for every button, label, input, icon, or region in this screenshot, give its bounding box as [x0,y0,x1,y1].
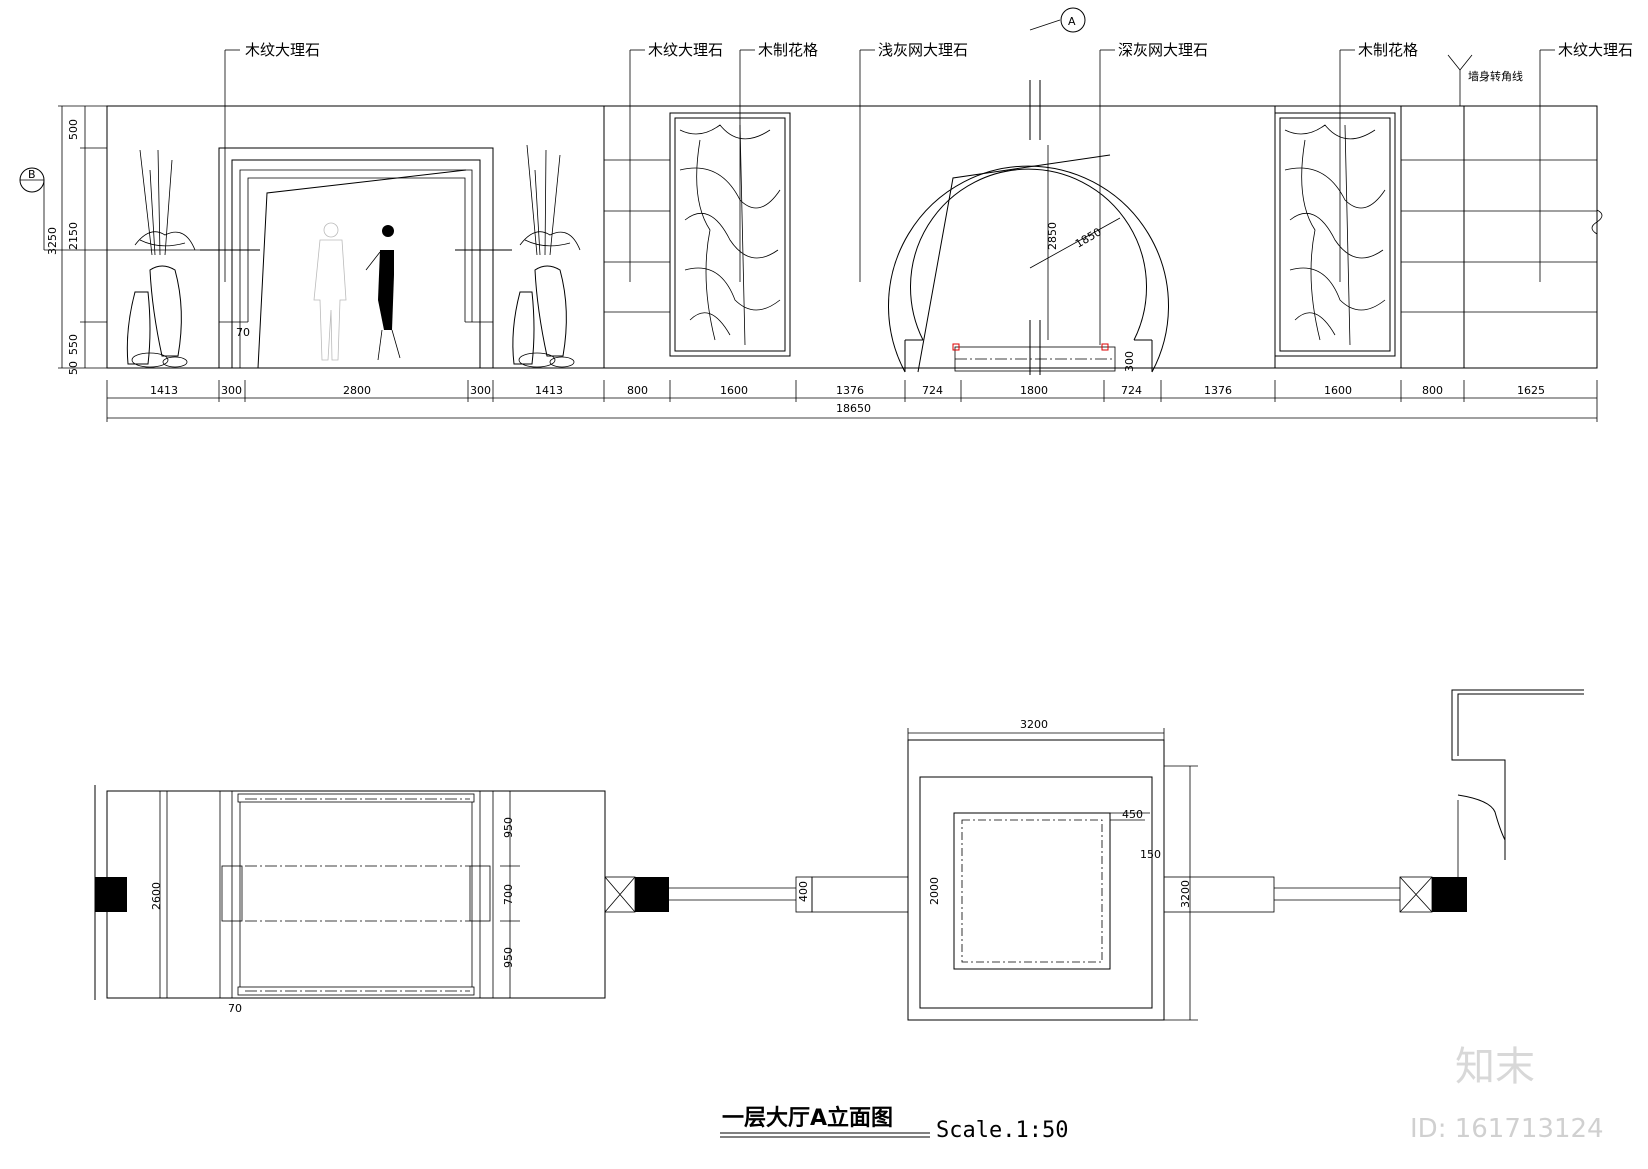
plan-moon-gate: 3200 3200 2000 450 150 [907,718,1198,1021]
dim-70-elev: 70 [236,326,250,339]
plan-dim-2600: 2600 [150,882,163,910]
dim-1625: 1625 [1517,384,1545,397]
plan-column-mid [635,877,669,912]
label-wood-lattice-2: 木制花格 [1358,41,1418,59]
dim-500: 500 [67,119,80,140]
dim-1413-a: 1413 [150,384,178,397]
label-wood-lattice-1: 木制花格 [758,41,818,59]
dim-2150: 2150 [67,222,80,250]
dim-2800: 2800 [343,384,371,397]
plan-dim-2000: 2000 [928,877,941,905]
bottom-dimension-chain: 1413 300 2800 300 1413 800 1600 1376 724… [106,380,1598,422]
plan-dim-150: 150 [1140,848,1161,861]
plan-door [1451,689,1584,877]
label-leaders [224,19,1555,345]
dim-1376-b: 1376 [1204,384,1232,397]
dim-724-a: 724 [922,384,943,397]
title-block: 一层大厅A立面图 Scale.1:50 [720,1105,1068,1143]
dim-1376-a: 1376 [836,384,864,397]
plan-dim-3200-right: 3200 [1179,880,1192,908]
section-marker-a: A [1060,7,1086,33]
watermark-logo: 知末 [1455,1044,1535,1090]
dim-800-a: 800 [627,384,648,397]
watermark: 知末 ID: 161713124 [1410,1044,1604,1144]
plan-view: 2600 950 700 950 70 400 3200 [94,689,1584,1021]
section-marker-b: B [19,167,200,251]
marker-b-label: B [28,168,36,181]
plan-entrance-block [106,790,606,999]
dim-300-a: 300 [221,384,242,397]
drawing-scale: Scale.1:50 [936,1118,1068,1143]
figure-woman [365,225,401,361]
dim-300-arch: 300 [1123,351,1136,372]
dim-724-b: 724 [1121,384,1142,397]
plan-column-right [1432,877,1467,912]
dim-1600-a: 1600 [720,384,748,397]
plan-dim-950-b: 950 [502,947,515,968]
elevation-view: 木纹大理石 木纹大理石 木制花格 浅灰网大理石 深灰网大理石 木制花格 木纹大理… [19,7,1633,422]
plan-dim-950-a: 950 [502,817,515,838]
plan-dim-700: 700 [502,884,515,905]
wood-lattice-left [669,112,791,357]
label-corner-line: 墙身转角线 [1468,69,1523,83]
dim-1850: 1850 [1073,225,1104,250]
dim-550: 550 [67,334,80,355]
wood-lattice-right [1274,112,1396,357]
dim-1800: 1800 [1020,384,1048,397]
label-wood-marble-2: 木纹大理石 [648,41,723,59]
dim-3250: 3250 [46,227,59,255]
plan-dim-3200-top: 3200 [1020,718,1048,731]
vase-right [512,144,581,368]
label-light-gray-marble: 浅灰网大理石 [878,41,968,59]
left-dimension-chain: 500 2150 550 50 3250 [46,105,107,375]
dim-800-b: 800 [1422,384,1443,397]
marker-a-label: A [1068,15,1076,28]
vase-left [126,149,196,368]
wall-outline [106,105,1598,369]
moon-gate-arch [888,80,1169,375]
label-dark-gray-marble: 深灰网大理石 [1118,41,1208,59]
dim-300-b: 300 [470,384,491,397]
entrance-portal [200,147,512,369]
label-wood-marble-1: 木纹大理石 [245,41,320,59]
drawing-title: 一层大厅A立面图 [722,1105,893,1131]
plan-dim-400: 400 [797,881,810,902]
dim-total-18650: 18650 [836,402,871,415]
plan-column-left [95,877,127,912]
dim-1413-b: 1413 [535,384,563,397]
dim-50: 50 [67,361,80,375]
label-wood-marble-3: 木纹大理石 [1558,41,1633,59]
dim-1600-b: 1600 [1324,384,1352,397]
plan-dim-70: 70 [228,1002,242,1015]
plan-dim-450: 450 [1122,808,1143,821]
watermark-id: ID: 161713124 [1410,1114,1604,1144]
dim-2850: 2850 [1046,222,1059,250]
figure-man [313,222,347,361]
